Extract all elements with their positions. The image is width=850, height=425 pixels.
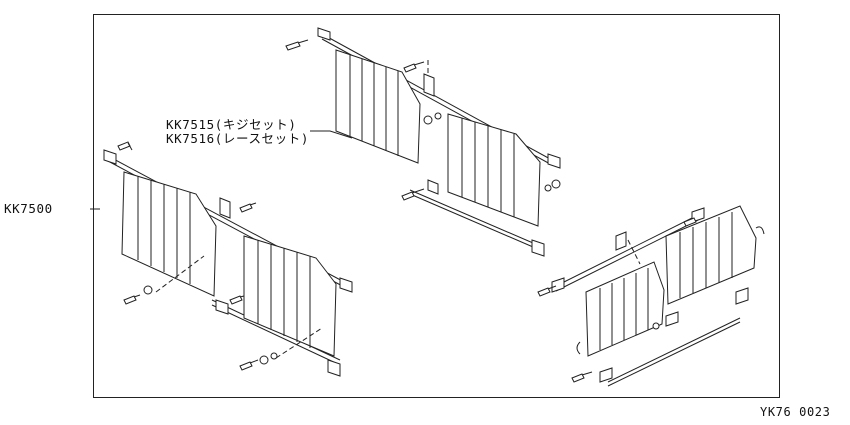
washer-icon [434, 112, 442, 120]
screw-icon [239, 202, 257, 213]
screw-icon [401, 188, 425, 201]
screw-icon [117, 141, 133, 151]
screw-icon [239, 359, 259, 371]
right-folded-assembly [537, 205, 765, 387]
right-upper-panel [665, 205, 757, 305]
screw-icon [683, 217, 697, 227]
top-left-panel [335, 49, 421, 164]
left-panel-assembly [103, 141, 353, 377]
washer-icon [551, 179, 561, 189]
top-panel-assembly [285, 27, 561, 257]
part-leader-line [310, 130, 353, 139]
left-rear-panel [121, 171, 217, 297]
assembly-label: KK7500 [4, 201, 53, 216]
cord-loop-icon [755, 226, 765, 235]
diagram-frame [93, 14, 780, 398]
reference-code: YK76 0023 [760, 405, 831, 419]
left-front-panel [243, 235, 337, 357]
part-label-kk7516: KK7516(レースセット) [166, 131, 309, 146]
screw-icon [285, 39, 309, 51]
washer-icon [143, 285, 153, 295]
washer-icon [652, 322, 660, 330]
screw-icon [571, 371, 593, 383]
washer-icon [544, 184, 552, 192]
screw-icon [537, 285, 557, 297]
part-label-kk7515: KK7515(キジセット) [166, 117, 297, 132]
washer-icon [259, 355, 269, 365]
washer-icon [423, 115, 433, 125]
screw-icon [229, 295, 245, 305]
right-lower-panel [585, 261, 665, 357]
cord-loop-icon [576, 341, 581, 355]
screw-icon [403, 61, 425, 73]
washer-icon [270, 352, 278, 360]
screw-icon [123, 294, 141, 305]
top-right-panel [447, 113, 541, 227]
